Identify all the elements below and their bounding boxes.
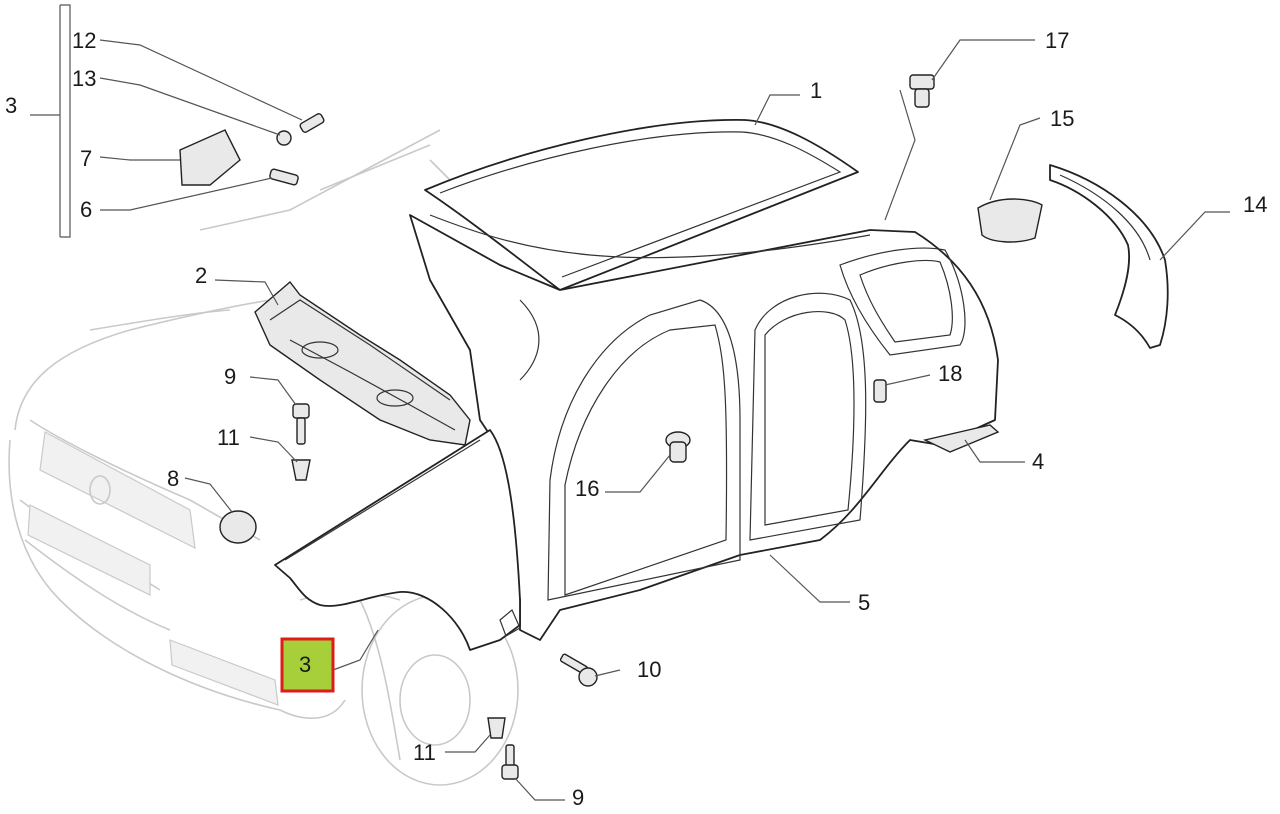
sill-bracket-4 [922, 424, 1000, 453]
callout-1: 1 [810, 78, 822, 103]
callout-8: 8 [167, 466, 179, 491]
plug-17 [909, 74, 935, 108]
hinge-group [59, 4, 325, 238]
front-fender [274, 429, 521, 651]
roof-panel [424, 119, 859, 291]
callout-11-top: 11 [217, 425, 240, 450]
car-front-ghost [8, 129, 521, 786]
callout-13: 13 [72, 66, 96, 91]
cowl-panel [254, 280, 471, 446]
body-side-frame [409, 214, 999, 641]
callout-5: 5 [858, 590, 870, 615]
highlight-box[interactable] [280, 637, 335, 693]
callout-3-group: 3 [5, 93, 17, 118]
bolt-10 [559, 653, 598, 687]
fasteners-bottom [487, 717, 519, 780]
grommet-16 [665, 431, 691, 463]
bracket-15 [977, 198, 1043, 243]
clip-18 [873, 379, 887, 403]
fasteners-top [291, 403, 311, 481]
callout-18: 18 [938, 361, 962, 386]
callout-16: 16 [575, 476, 599, 501]
callout-7: 7 [80, 146, 92, 171]
callout-labels: 1 2 3 4 5 6 7 8 9 9 10 11 11 12 13 14 15… [5, 28, 1267, 810]
callout-6: 6 [80, 197, 92, 222]
plug-8 [219, 510, 257, 544]
callout-17: 17 [1045, 28, 1069, 53]
callout-9-top: 9 [224, 364, 236, 389]
callout-4: 4 [1032, 449, 1044, 474]
callout-10: 10 [637, 657, 661, 682]
callout-15: 15 [1050, 106, 1074, 131]
callout-11-bottom: 11 [413, 740, 436, 765]
callout-12: 12 [72, 28, 96, 53]
callout-2: 2 [195, 263, 207, 288]
leader-lines [30, 39, 1230, 801]
highlight-callout-3-label: 3 [299, 652, 311, 677]
callout-9-bottom: 9 [572, 785, 584, 810]
rear-wheel-arch [1049, 164, 1169, 349]
highlighted-callout-3[interactable]: 3 [280, 637, 335, 693]
callout-14: 14 [1243, 192, 1267, 217]
